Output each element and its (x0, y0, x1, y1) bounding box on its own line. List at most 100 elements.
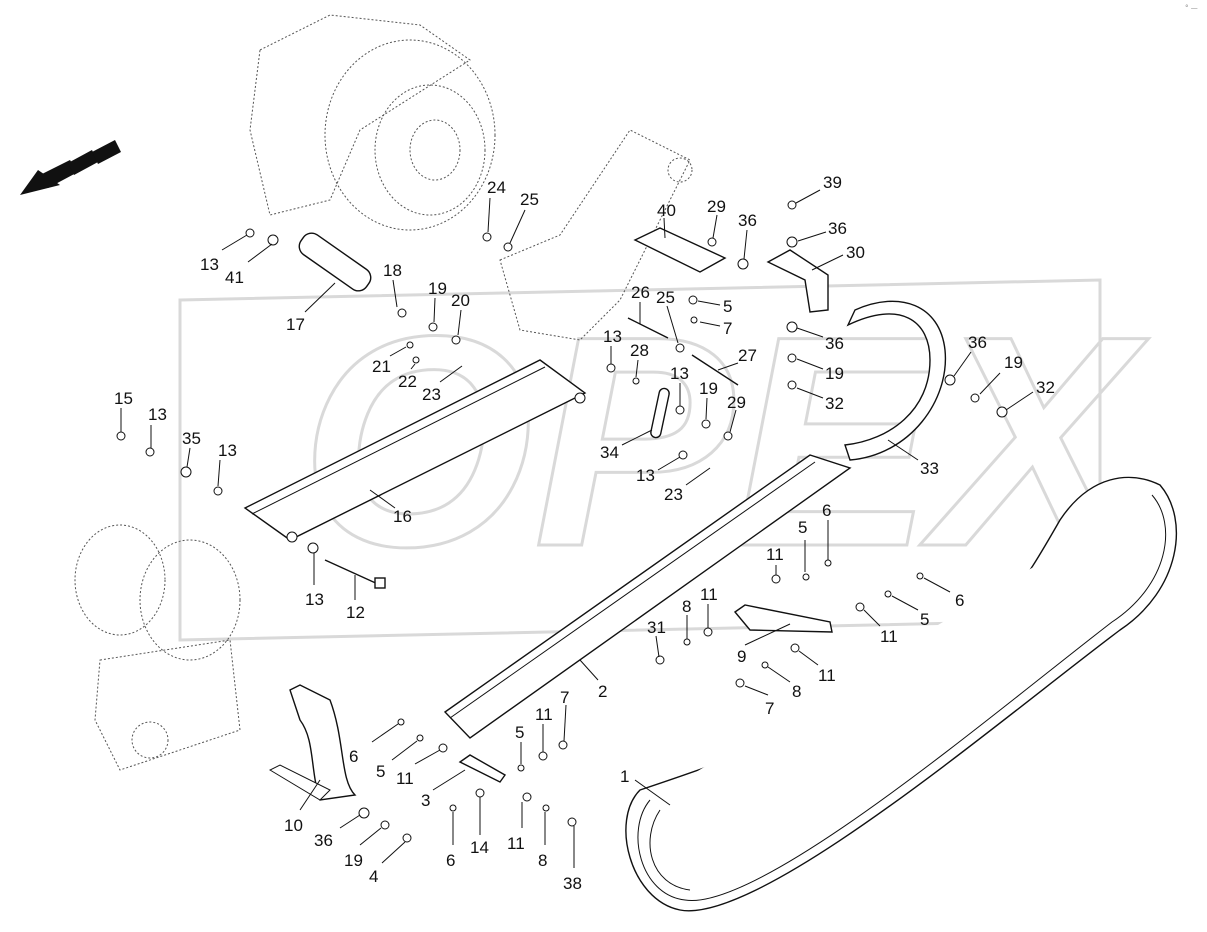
callout-11g: 11 (507, 802, 525, 853)
svg-text:29: 29 (707, 197, 726, 216)
svg-text:36: 36 (828, 219, 847, 238)
washer-11c-icon (703, 627, 713, 637)
svg-text:6: 6 (446, 851, 455, 870)
nut-32a-icon (787, 380, 797, 390)
callout-13b: 13 (148, 405, 167, 448)
callout-29a: 29 (707, 197, 726, 239)
svg-text:11: 11 (880, 627, 898, 646)
clip-22-icon (412, 356, 420, 364)
callout-33: 33 (887, 439, 939, 478)
svg-text:13: 13 (148, 405, 167, 424)
callout-20: 20 (451, 291, 470, 336)
washer-13f-icon (675, 405, 685, 415)
washer-5c-icon (884, 590, 892, 598)
hardware (116, 200, 1008, 843)
corner-mark: ° — (1185, 4, 1198, 12)
washer-5a-icon (688, 295, 698, 305)
callout-13a: 13 (200, 234, 248, 274)
svg-text:32: 32 (825, 394, 844, 413)
svg-text:4: 4 (369, 867, 378, 886)
callout-23b: 23 (664, 467, 711, 504)
callout-41: 41 (225, 243, 273, 287)
washer-5e-icon (517, 764, 525, 772)
svg-text:32: 32 (1036, 378, 1055, 397)
svg-text:3: 3 (421, 791, 430, 810)
svg-text:7: 7 (765, 699, 774, 718)
bolt-39-icon (787, 200, 797, 210)
callout-8c: 8 (538, 812, 547, 870)
svg-text:26: 26 (631, 283, 650, 302)
callout-35: 35 (182, 429, 201, 468)
svg-text:39: 39 (823, 173, 842, 192)
washer-13c-icon (213, 486, 223, 496)
washer-36d-icon (944, 374, 956, 386)
callout-19c: 19 (796, 358, 844, 383)
washer-25-icon (503, 242, 513, 252)
callout-34: 34 (600, 429, 653, 462)
svg-text:11: 11 (535, 705, 553, 724)
nut-8c-icon (542, 804, 550, 812)
washer-15-icon (116, 431, 126, 441)
washer-19c-icon (787, 353, 797, 363)
washer-36b-icon (786, 236, 798, 248)
svg-text:36: 36 (314, 831, 333, 850)
callout-1: 1 (620, 767, 671, 806)
washer-36e-icon (358, 807, 370, 819)
svg-text:5: 5 (920, 610, 929, 629)
washer-11f-icon (538, 751, 548, 761)
callout-13f: 13 (670, 364, 689, 406)
svg-text:11: 11 (507, 834, 525, 853)
callout-11a: 11 (766, 545, 784, 575)
svg-text:5: 5 (515, 723, 524, 742)
svg-text:7: 7 (723, 319, 732, 338)
svg-text:30: 30 (846, 243, 865, 262)
nut-24-icon (482, 232, 492, 242)
svg-text:34: 34 (600, 443, 619, 462)
callout-19d: 19 (979, 353, 1023, 395)
svg-text:25: 25 (656, 288, 675, 307)
washer-5d-icon (416, 734, 424, 742)
washer-11e-icon (438, 743, 448, 753)
bracket-10 (268, 684, 357, 801)
svg-text:8: 8 (538, 851, 547, 870)
svg-text:8: 8 (792, 682, 801, 701)
nut-32b-icon (996, 406, 1008, 418)
callout-11b: 11 (863, 609, 898, 646)
bolt-38-icon (567, 817, 577, 827)
washer-13b-icon (145, 447, 155, 457)
svg-text:21: 21 (372, 357, 391, 376)
callout-36b: 36 (797, 219, 847, 242)
callout-10: 10 (284, 779, 321, 835)
svg-text:5: 5 (723, 297, 732, 316)
callout-13d: 13 (305, 553, 324, 609)
washer-11d-icon (790, 643, 800, 653)
callout-3: 3 (421, 769, 466, 810)
pin-21-icon (406, 341, 414, 349)
svg-text:38: 38 (563, 874, 582, 893)
svg-text:25: 25 (520, 190, 539, 209)
callout-31: 31 (647, 618, 666, 658)
bolt-31-icon (655, 655, 665, 665)
nut-35-icon (180, 466, 192, 478)
svg-text:31: 31 (647, 618, 666, 637)
washer-13g-icon (678, 450, 688, 460)
guard-panel-16 (243, 359, 587, 543)
callout-9: 9 (737, 623, 791, 666)
bracket-30 (766, 249, 829, 313)
callout-36c: 36 (796, 327, 844, 353)
svg-text:13: 13 (200, 255, 219, 274)
svg-text:19: 19 (1004, 353, 1023, 372)
bolt-12 (324, 559, 386, 589)
bracket-40 (633, 227, 727, 273)
svg-text:15: 15 (114, 389, 133, 408)
washer-25b-icon (675, 343, 685, 353)
svg-text:33: 33 (920, 459, 939, 478)
callout-7c: 7 (560, 688, 569, 742)
callout-11f: 11 (535, 705, 553, 752)
svg-text:27: 27 (738, 346, 757, 365)
callout-11d: 11 (798, 650, 836, 685)
svg-text:36: 36 (825, 334, 844, 353)
svg-text:1: 1 (620, 767, 629, 786)
shield-33 (844, 300, 947, 461)
